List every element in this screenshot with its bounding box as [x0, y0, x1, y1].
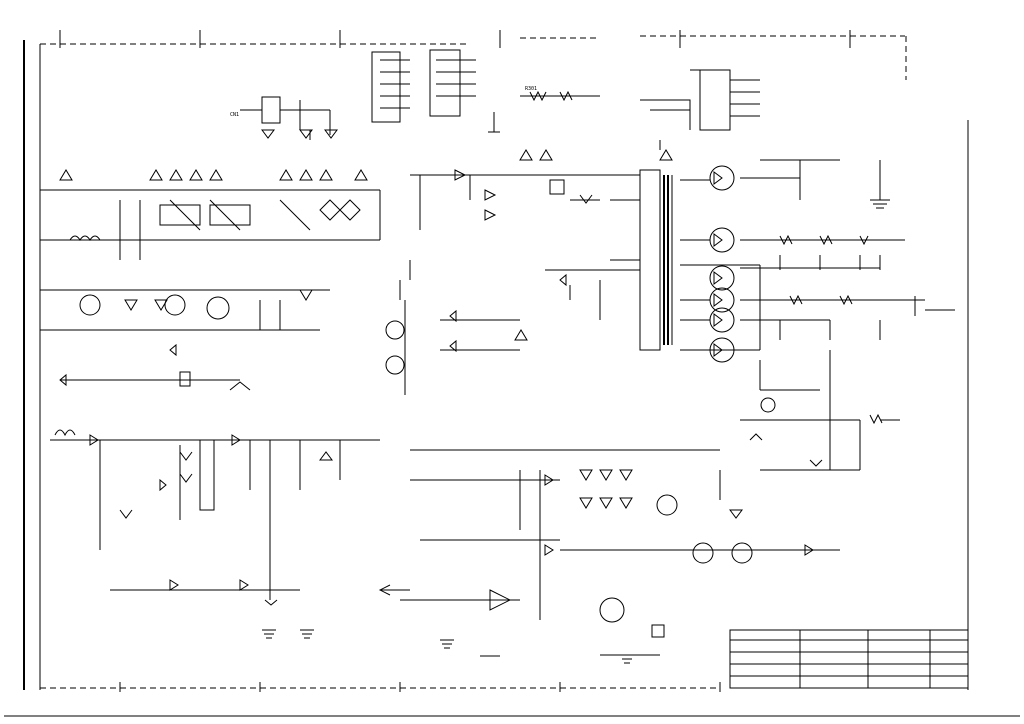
top-connector-blocks — [371, 49, 500, 133]
title-block — [729, 629, 969, 689]
top-block-left: CN1 — [230, 96, 338, 140]
ground-symbols — [262, 199, 890, 664]
bottom-frame-ticks — [59, 30, 851, 692]
output-filter-section — [760, 159, 955, 340]
svg-text:CN1: CN1 — [230, 112, 239, 118]
top-resistor-network: R301 — [520, 86, 600, 102]
center-driver-section — [385, 149, 640, 395]
lower-center-control — [378, 449, 840, 657]
feedback-section — [740, 350, 900, 471]
secondary-rectifiers — [680, 165, 900, 363]
svg-text:R301: R301 — [525, 86, 537, 92]
main-transformer — [545, 149, 673, 351]
lower-left-power — [50, 429, 380, 606]
sheet-border — [4, 35, 1020, 717]
control-section-left — [40, 289, 330, 391]
top-right-ic-block — [640, 69, 760, 150]
input-filter-section — [40, 169, 381, 260]
